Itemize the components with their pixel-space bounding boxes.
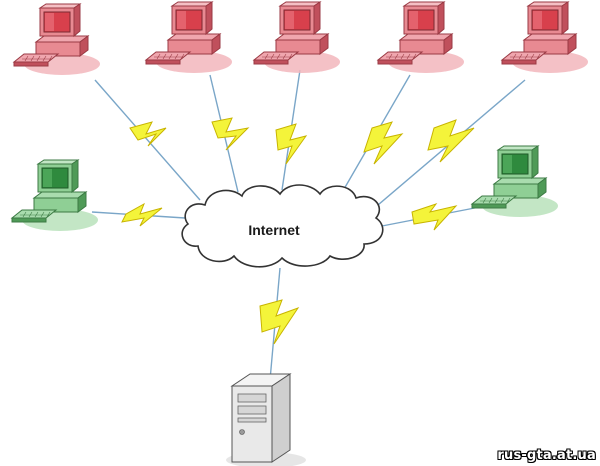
computer-top-2 (145, 1, 233, 74)
computer-icon (377, 1, 465, 74)
computer-icon (145, 1, 233, 74)
power-button-icon (239, 429, 245, 435)
bolt-icon (275, 123, 308, 165)
computer-top-1 (13, 3, 101, 76)
server-side (271, 373, 291, 463)
watermark: rus-gta.at.ua (497, 448, 596, 463)
bolt-icon (211, 117, 250, 151)
bolt-icon (129, 121, 167, 147)
computer-icon (471, 145, 559, 218)
bolt-icon (411, 203, 458, 231)
computer-top-5 (501, 1, 589, 74)
computer-top-4 (377, 1, 465, 74)
computer-top-3 (253, 1, 341, 74)
internet-cloud: Internet (181, 184, 384, 268)
computer-left (11, 159, 99, 232)
computer-icon (501, 1, 589, 74)
cloud-icon (181, 184, 384, 268)
computer-icon (253, 1, 341, 74)
computer-icon (11, 159, 99, 232)
computer-icon (13, 3, 101, 76)
link-line-top-1 (94, 79, 201, 201)
bolt-icon (121, 202, 163, 227)
computer-right (471, 145, 559, 218)
bolt-icon (427, 119, 475, 163)
server (226, 373, 306, 466)
bolt-icon (259, 299, 300, 345)
cloud-label: Internet (248, 222, 300, 238)
bolt-icon (363, 121, 404, 165)
wireless-bolts (121, 117, 475, 345)
